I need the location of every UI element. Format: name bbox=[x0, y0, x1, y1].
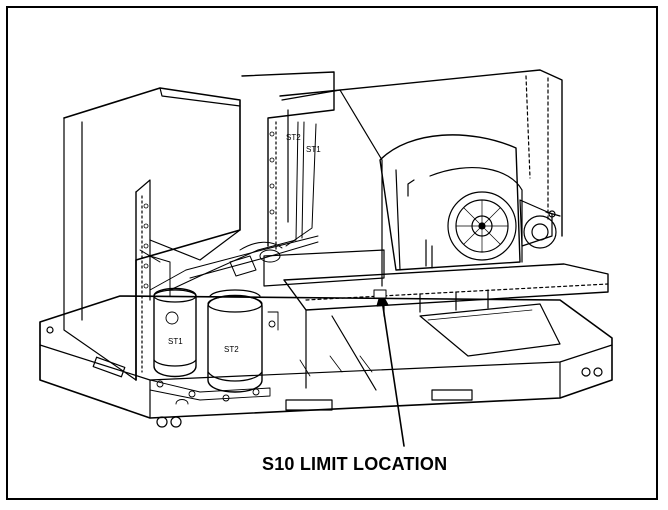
condenser-coil-left bbox=[63, 87, 241, 381]
base-pan bbox=[39, 295, 613, 428]
compressor-mounts bbox=[149, 311, 279, 405]
condenser-coil-rear bbox=[241, 71, 383, 287]
label-st2-compressor: ST2 bbox=[224, 345, 239, 354]
label-st1-compressor: ST1 bbox=[168, 337, 183, 346]
compressor-st1 bbox=[153, 287, 197, 378]
coil-fasteners bbox=[143, 131, 275, 289]
refrigerant-tubing bbox=[139, 121, 319, 297]
blower-section bbox=[279, 69, 563, 271]
label-st2-coil: ST2 bbox=[286, 133, 301, 142]
callout-leader-arrow bbox=[373, 289, 405, 447]
compressor-st2 bbox=[207, 289, 263, 393]
label-st1-coil: ST1 bbox=[306, 145, 321, 154]
callout-label: S10 LIMIT LOCATION bbox=[262, 454, 448, 474]
blower-deck bbox=[263, 249, 609, 391]
